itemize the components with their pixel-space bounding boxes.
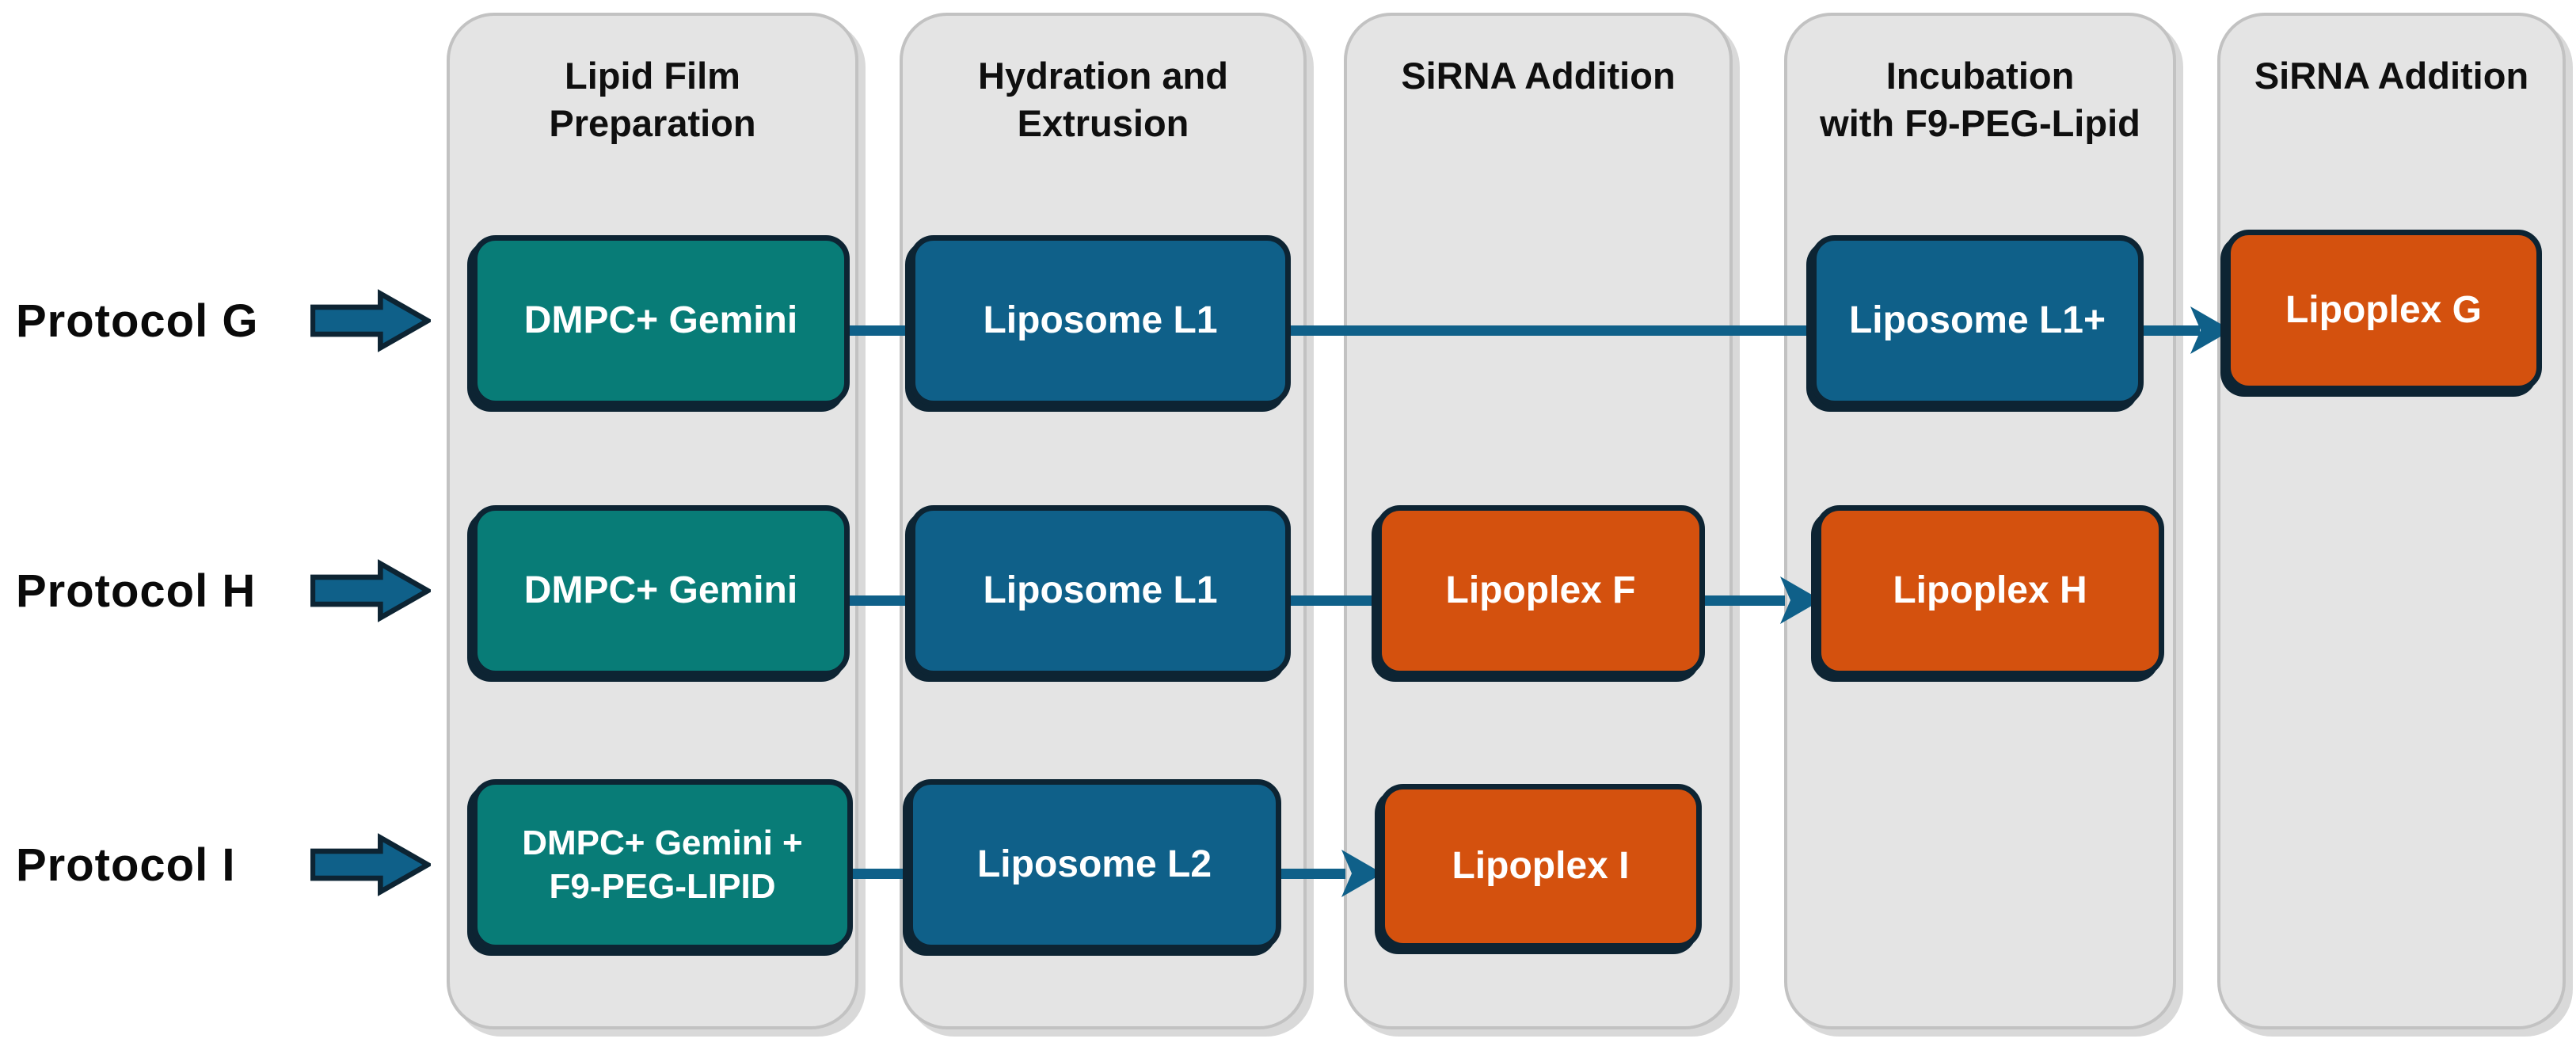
protocol-g-arrow-icon xyxy=(310,289,431,352)
protocol-i-label: Protocol I xyxy=(16,839,236,891)
connector-g-film-to-liposome xyxy=(843,325,915,336)
column-header: SiRNA Addition xyxy=(2254,55,2529,97)
column-sirna-addition-2: SiRNA Addition xyxy=(2217,13,2566,1029)
node-h-dmpc-gemini: DMPC+ Gemini xyxy=(472,505,850,676)
column-header: Incubation with F9-PEG-Lipid xyxy=(1820,55,2140,145)
node-g-lipoplex-g: Lipoplex G xyxy=(2225,230,2542,391)
node-h-lipoplex-f: Lipoplex F xyxy=(1376,505,1705,676)
arrowhead-icon xyxy=(2190,306,2232,354)
column-header: Hydration and Extrusion xyxy=(978,55,1228,145)
connector-g-liposome-to-incubation xyxy=(1287,325,1816,336)
connector-i-liposome-to-lipoplex xyxy=(1277,869,1345,879)
connector-h-film-to-liposome xyxy=(843,595,915,606)
connector-h-lipoplex-f-to-h xyxy=(1701,595,1785,606)
protocol-g-label: Protocol G xyxy=(16,295,259,347)
node-h-liposome-l1: Liposome L1 xyxy=(910,505,1291,676)
protocol-h-label: Protocol H xyxy=(16,565,257,617)
connector-h-liposome-to-lipoplex-f xyxy=(1287,595,1382,606)
arrowhead-icon xyxy=(1341,850,1383,897)
column-header: Lipid Film Preparation xyxy=(549,55,756,145)
protocol-h-arrow-icon xyxy=(310,559,431,622)
node-i-liposome-l2: Liposome L2 xyxy=(907,779,1281,950)
connector-g-incubation-to-lipoplex xyxy=(2138,325,2200,336)
node-i-dmpc-gemini-f9-peg-lipid: DMPC+ Gemini + F9-PEG-LIPID xyxy=(472,779,853,950)
node-h-lipoplex-h: Lipoplex H xyxy=(1816,505,2164,676)
connector-i-film-to-liposome xyxy=(847,869,913,879)
node-g-dmpc-gemini: DMPC+ Gemini xyxy=(472,235,850,406)
node-g-liposome-l1-plus: Liposome L1+ xyxy=(1811,235,2144,406)
arrowhead-icon xyxy=(1780,576,1821,624)
column-header: SiRNA Addition xyxy=(1401,55,1676,97)
node-g-liposome-l1: Liposome L1 xyxy=(910,235,1291,406)
node-i-lipoplex-i: Lipoplex I xyxy=(1379,784,1702,949)
protocol-i-arrow-icon xyxy=(310,833,431,896)
